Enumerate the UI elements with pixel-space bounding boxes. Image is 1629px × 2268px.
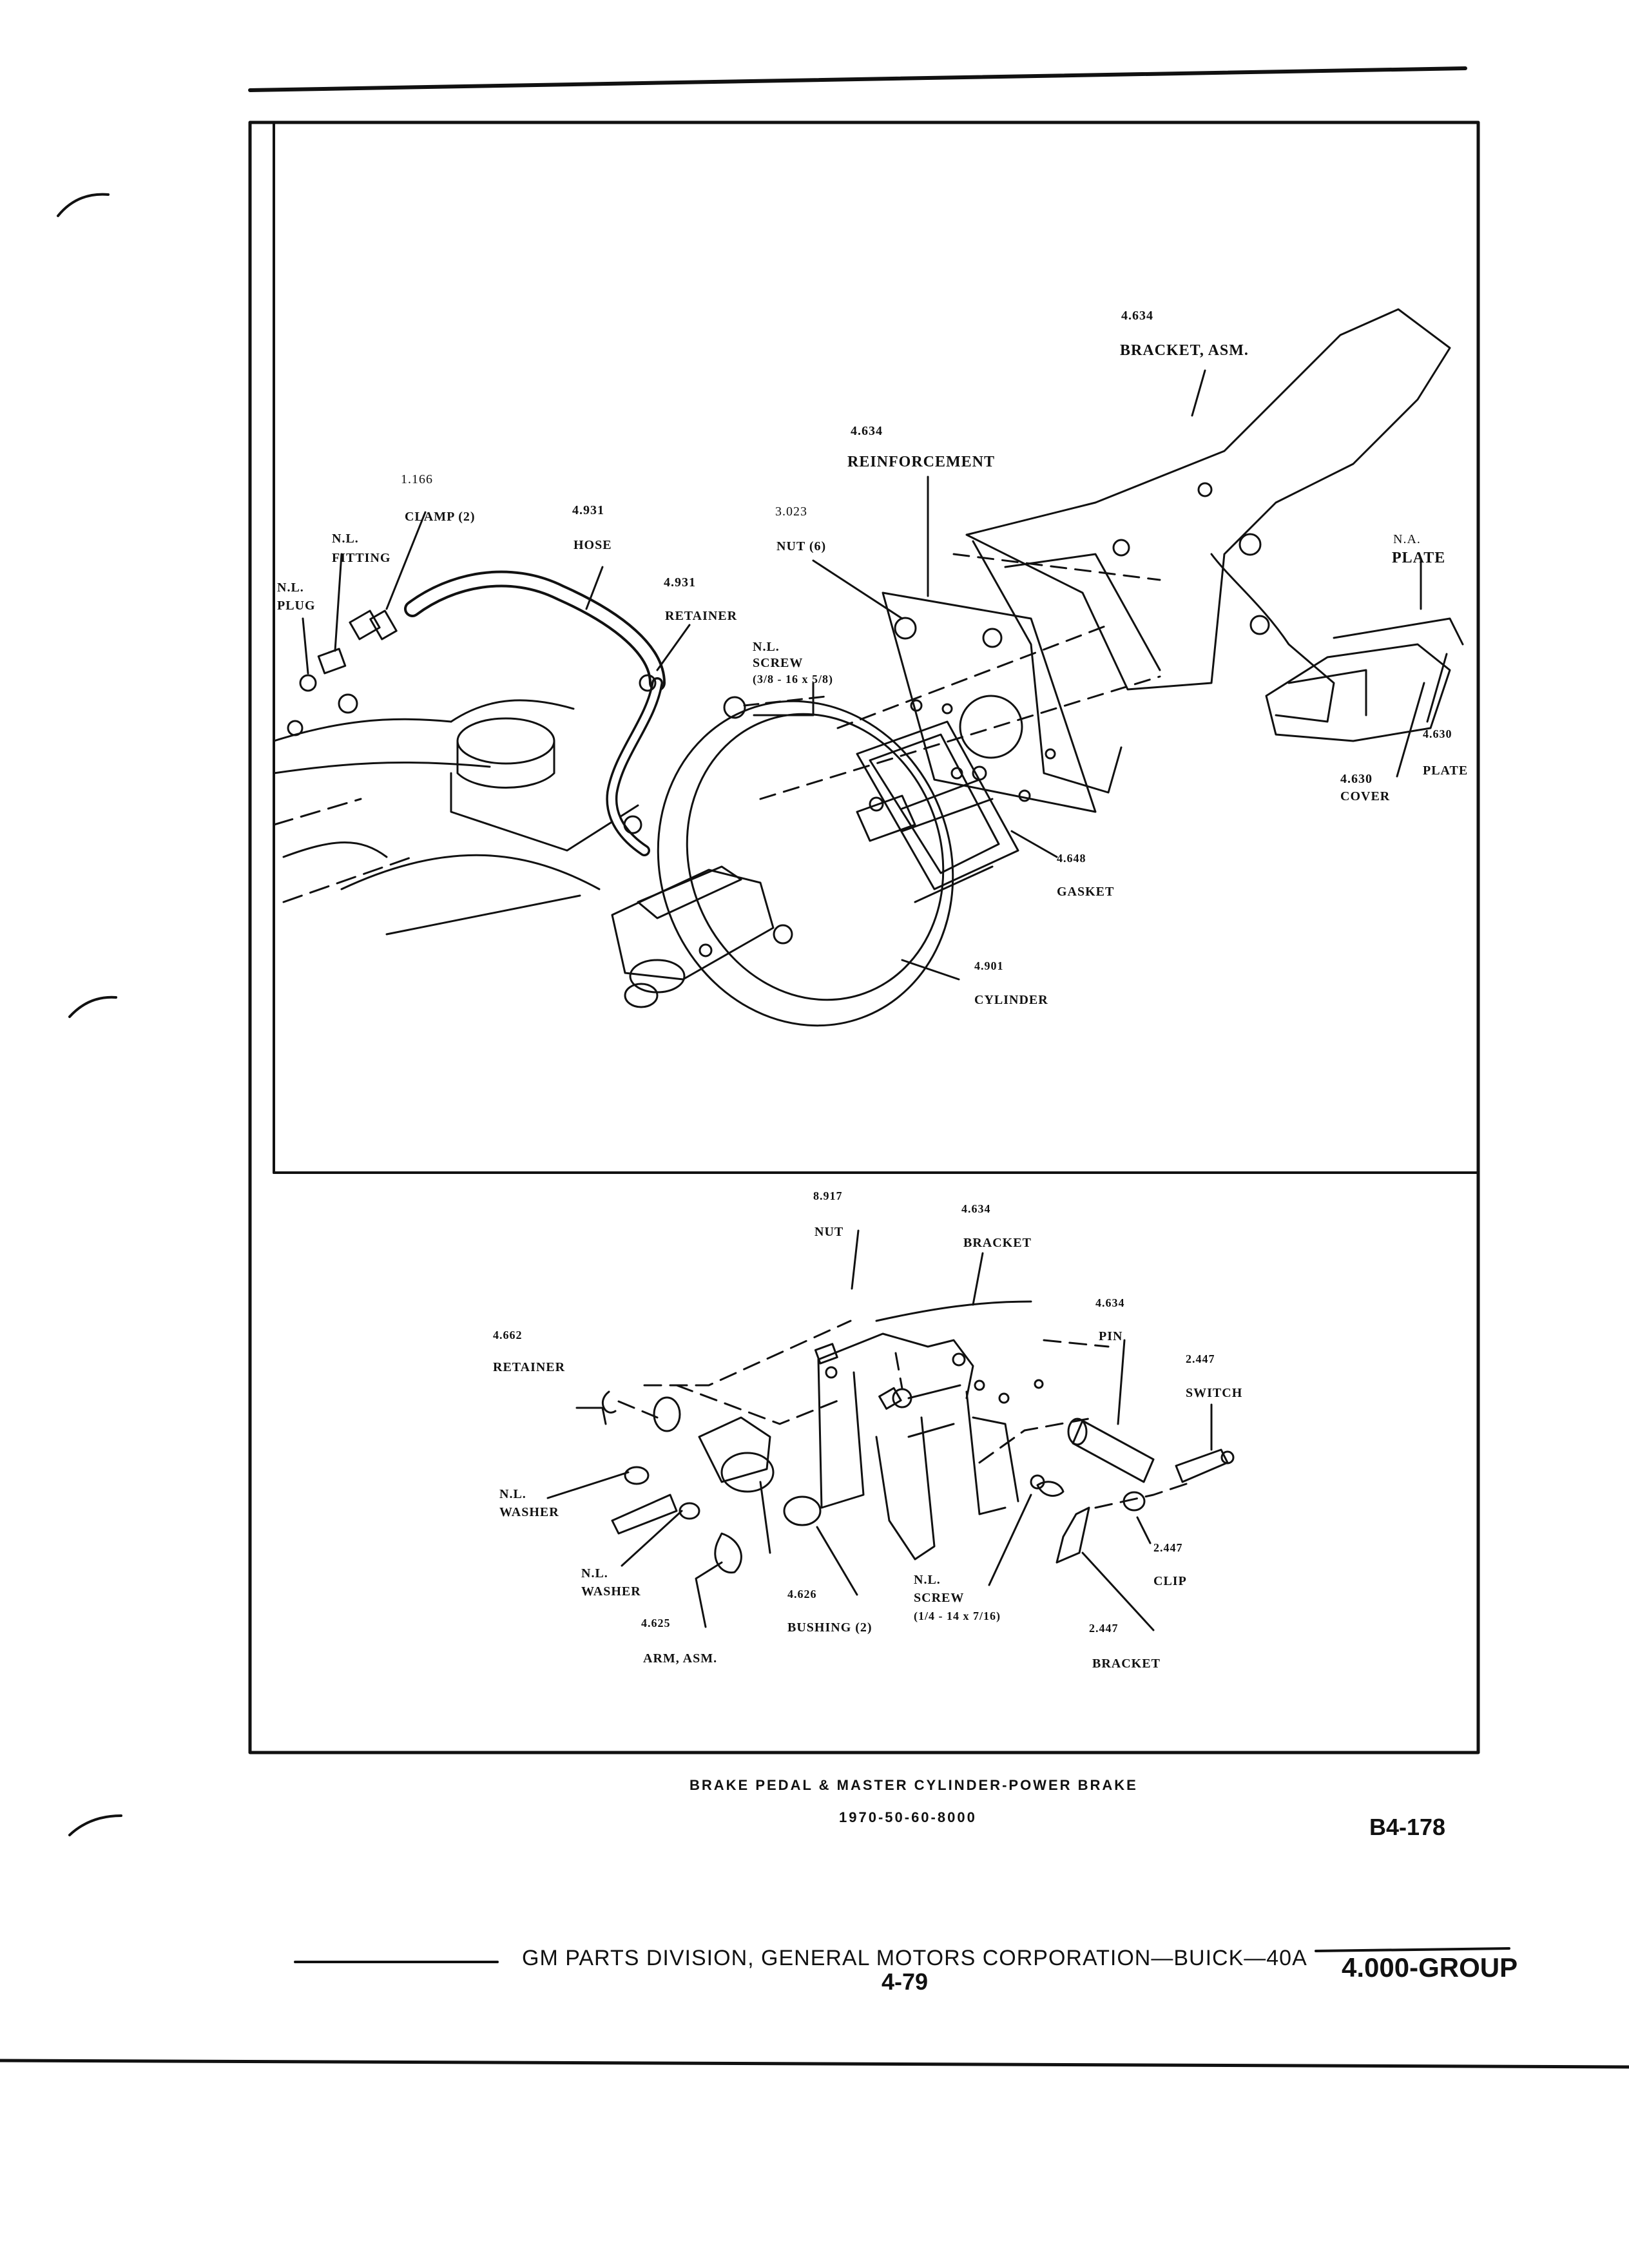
lower-screw-size: (1/4 - 14 x 7/16): [914, 1610, 1001, 1622]
top-rule: [248, 66, 1467, 92]
clamp-number: 1.166: [401, 472, 433, 486]
pedal-bracket-drawing: [814, 1300, 1044, 1561]
plate-na: N.A.: [1393, 532, 1421, 546]
washer2-nl: N.L.: [581, 1566, 608, 1581]
footer-division: GM PARTS DIVISION, GENERAL MOTORS CORPOR…: [522, 1946, 1307, 1970]
reinforcement-label: REINFORCEMENT: [847, 454, 996, 470]
screw-nl: N.L.: [753, 640, 780, 654]
hose-number: 4.931: [572, 503, 604, 517]
figure-caption-title: BRAKE PEDAL & MASTER CYLINDER-POWER BRAK…: [689, 1777, 1138, 1793]
screw-size: (3/8 - 16 x 5/8): [753, 673, 833, 686]
clip-label: CLIP: [1153, 1574, 1187, 1588]
nut-label: NUT (6): [776, 539, 827, 553]
footer-group: 4.000-GROUP: [1342, 1952, 1518, 1983]
upper-bolt-marks: [723, 553, 1161, 802]
pin-number: 4.634: [1095, 1296, 1125, 1309]
cover-number: 4.630: [1340, 772, 1373, 786]
lower-bracket-label: BRACKET: [963, 1236, 1032, 1250]
brake-booster-drawing: [657, 700, 994, 1027]
reinforcement-number: 4.634: [851, 424, 883, 438]
gasket-number: 4.648: [1057, 852, 1086, 865]
nut-number: 3.023: [775, 505, 807, 519]
lower-screw-nl: N.L.: [914, 1573, 941, 1587]
fitting-label: FITTING: [332, 551, 391, 565]
clip-number: 2.447: [1153, 1541, 1183, 1554]
footer-right-rule: [1315, 1947, 1510, 1952]
gasket-drawing: [856, 720, 1019, 890]
bracket-asm-number: 4.634: [1121, 309, 1153, 323]
cylinder-number: 4.901: [974, 959, 1004, 972]
lower-retainer-number: 4.662: [493, 1329, 523, 1341]
lower-dashed-paths: [617, 1320, 1193, 1509]
hose-label: HOSE: [574, 538, 612, 552]
margin-mark: [57, 193, 110, 217]
figure-caption-code: 1970-50-60-8000: [839, 1809, 977, 1825]
fitting-nl: N.L.: [332, 532, 359, 546]
footer-page-number: 4-79: [882, 1968, 929, 1995]
retainer-label: RETAINER: [665, 609, 738, 623]
lower-leader-lines: [546, 1229, 1213, 1631]
plate-label: PLATE: [1392, 550, 1446, 566]
diagram-frame: [248, 120, 1480, 1754]
engine-block-drawing: [273, 699, 639, 936]
pin-label: PIN: [1099, 1329, 1123, 1343]
bracket2-label: BRACKET: [1092, 1657, 1161, 1671]
lower-retainer-label: RETAINER: [493, 1360, 566, 1374]
arm-label: ARM, ASM.: [643, 1651, 718, 1666]
bracket-asm-label: BRACKET, ASM.: [1120, 342, 1249, 359]
clamp-label: CLAMP (2): [405, 510, 476, 524]
lower-nut-number: 8.917: [813, 1189, 843, 1202]
bushing-label: BUSHING (2): [787, 1620, 872, 1635]
hose-drawing: [287, 570, 666, 856]
pedal-arm-drawing: [601, 1390, 822, 1574]
plug-nl: N.L.: [277, 581, 304, 595]
pin-switch-drawing: [1030, 1418, 1235, 1564]
bracket2-number: 2.447: [1089, 1622, 1119, 1635]
margin-mark: [68, 1814, 122, 1836]
bushing-number: 4.626: [787, 1588, 817, 1600]
lower-nut-label: NUT: [815, 1225, 844, 1239]
lower-bracket-number: 4.634: [961, 1202, 991, 1215]
lower-screw-label: SCREW: [914, 1591, 965, 1605]
plate2-label: PLATE: [1423, 764, 1469, 778]
arm-number: 4.625: [641, 1617, 671, 1629]
switch-label: SWITCH: [1186, 1386, 1243, 1400]
plate2-number: 4.630: [1423, 727, 1452, 740]
plug-label: PLUG: [277, 599, 316, 613]
washer1-label: WASHER: [499, 1505, 559, 1519]
washer2-label: WASHER: [581, 1584, 641, 1599]
gasket-label: GASKET: [1057, 885, 1115, 899]
upper-leader-lines: [302, 369, 1448, 981]
master-cylinder-drawing: [611, 865, 793, 1008]
cylinder-label: CYLINDER: [974, 993, 1048, 1007]
screw-label: SCREW: [753, 656, 804, 670]
washer1-nl: N.L.: [499, 1487, 526, 1501]
bracket-assembly-drawing: [965, 308, 1464, 794]
switch-number: 2.447: [1186, 1352, 1215, 1365]
retainer-number: 4.931: [664, 575, 696, 590]
figure-reference: B4-178: [1369, 1814, 1446, 1840]
cover-label: COVER: [1340, 789, 1391, 803]
bottom-edge-line: [0, 2059, 1629, 2069]
margin-mark: [68, 995, 117, 1018]
reinforcement-drawing: [882, 591, 1097, 813]
